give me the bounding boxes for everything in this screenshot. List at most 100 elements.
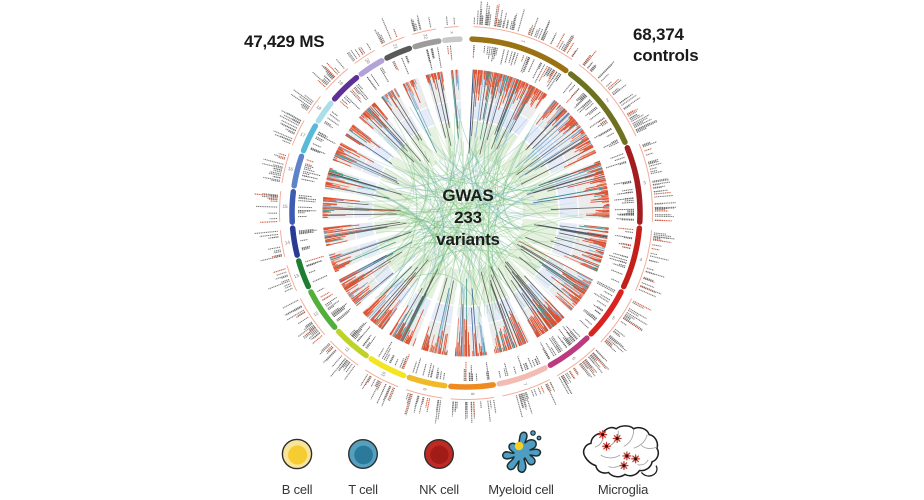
tick [372,103,377,109]
tick [582,146,594,153]
gene-label-mark [487,400,491,422]
gene-label-mark [614,328,625,337]
gene-label-mark [543,66,550,78]
tick [363,286,392,315]
effect-line [490,274,521,347]
gene-label-mark [609,257,627,264]
gene-label-mark [487,11,490,26]
tick [323,198,332,200]
tick [359,116,374,129]
tick [360,114,365,119]
tick [483,342,486,356]
gene-label-mark [346,52,354,62]
gene-label-mark [267,197,278,200]
gene-label-mark [428,17,432,28]
chromosome-number-8: 8 [470,393,475,396]
effect-line [470,307,475,357]
effect-line [326,177,376,191]
tick [510,330,518,348]
sector-band [388,155,422,183]
gene-label-mark [613,180,632,185]
gene-label-mark [260,221,278,223]
gene-label-mark [300,103,309,110]
tick [385,93,389,97]
gene-label-mark [615,234,633,239]
chord-green [420,175,481,268]
gene-label-mark [272,175,281,179]
gene-label-mark [472,45,475,59]
tick [412,338,417,347]
tick [601,195,609,198]
chord-green [383,141,418,297]
gene-label-mark [337,310,350,322]
effect-line [450,70,459,139]
chord-green [443,161,509,301]
tick [530,90,542,108]
tick [530,319,541,336]
chord-teal [472,152,525,231]
chord-green [415,156,470,192]
gene-label-mark [513,366,517,374]
chromosome-number-2: 2 [605,97,610,103]
ring-outline-arc [444,26,459,29]
tick [337,147,344,151]
tick [491,72,496,88]
gene-label-mark [330,358,346,378]
chord-green [415,142,444,267]
gene-label-mark [381,17,392,40]
chord-green [347,155,481,203]
gene-label-mark [485,12,488,26]
tick [529,316,543,336]
gene-label-mark [325,297,337,306]
gene-label-mark [303,168,315,173]
chromosome-number-12: 12 [312,310,319,317]
chord-green [354,164,427,258]
gene-label-mark [273,250,282,254]
gene-label-mark [350,90,362,103]
gene-label-mark [445,16,448,25]
tick [358,116,367,124]
tick [430,73,433,77]
tick [494,346,498,354]
tick [521,81,525,87]
gene-label-mark [613,330,621,336]
gene-label-mark [262,193,278,196]
gene-label-mark [520,55,525,63]
chord-green [401,123,488,248]
gene-label-mark [305,322,313,328]
gene-label-mark [578,101,592,113]
tick [331,261,335,264]
chord-blue [418,159,444,278]
tick [568,288,582,299]
gene-label-mark [542,33,547,41]
chromosome-arc-12 [308,289,338,330]
tick [584,185,608,191]
tick [353,297,360,303]
tick [396,322,407,340]
gene-label-mark [629,113,638,119]
gene-label-mark [301,246,310,250]
legend-item-myeloid-cell: Myeloid cell [451,428,591,497]
effect-line [518,133,586,179]
tick [561,283,582,300]
gene-label-mark [546,71,558,88]
chromosome-number-5: 5 [611,315,616,321]
tick [582,239,606,247]
gene-label-mark [305,163,313,167]
gene-label-mark [549,381,554,389]
tick [532,312,547,333]
chromosome-number-x: x [449,31,454,34]
gene-label-mark [272,167,283,171]
chord-green [478,165,524,273]
gene-label-mark [619,97,628,104]
tick [505,75,509,82]
tick [349,294,354,298]
gene-label-mark [583,310,596,321]
tick [593,160,600,164]
gene-label-mark [562,82,573,94]
ring-outline-arc [634,230,653,292]
tick [394,88,400,96]
gene-label-mark [274,133,292,142]
tick [541,92,546,97]
gene-label-mark [317,79,326,88]
